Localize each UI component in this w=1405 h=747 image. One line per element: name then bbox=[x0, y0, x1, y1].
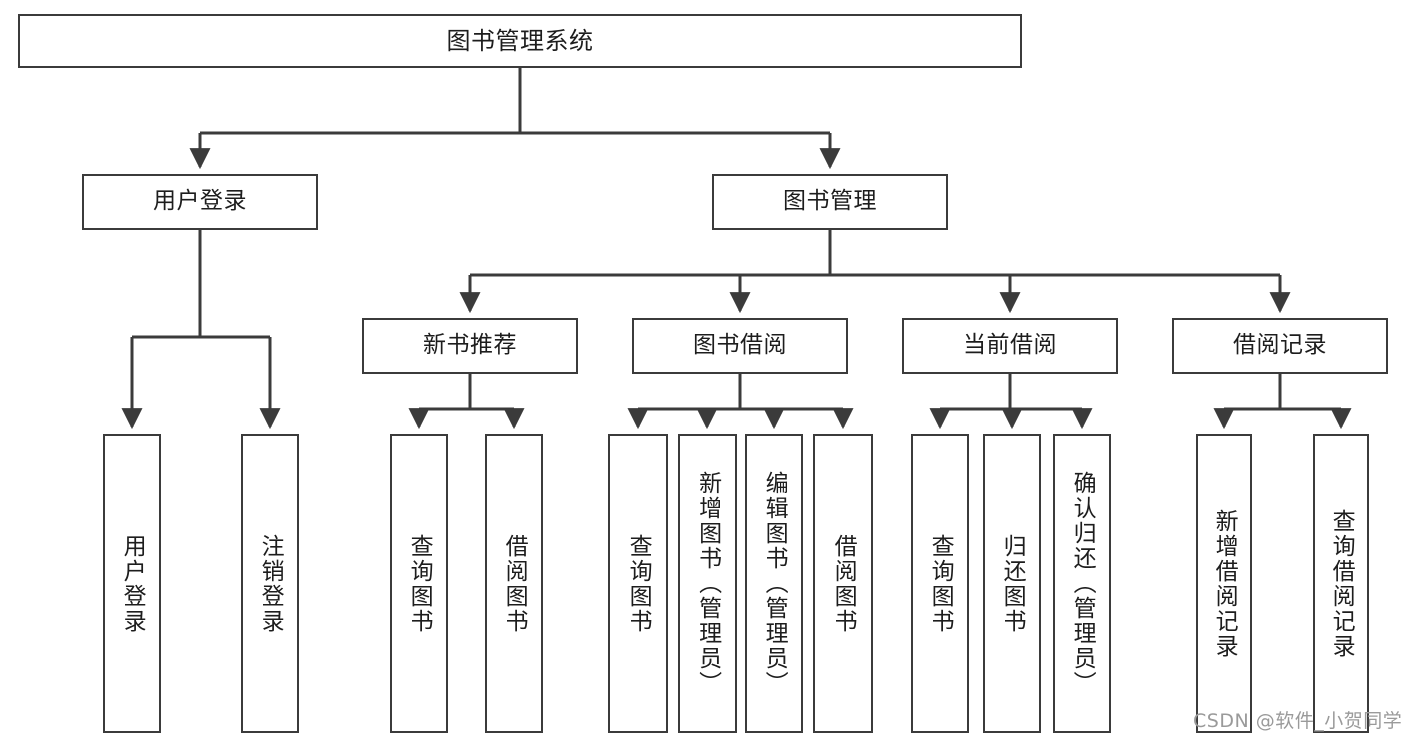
node-book-management-label: 图书管理 bbox=[783, 188, 877, 215]
node-user-login-label: 用户登录 bbox=[153, 188, 247, 215]
node-new-book-recommend[interactable]: 新书推荐 bbox=[362, 318, 578, 374]
leaf-return-book[interactable]: 归还图书 bbox=[983, 434, 1041, 733]
leaf-edit-book-admin-label: 编辑图书（管理员） bbox=[761, 471, 788, 696]
node-book-borrow-label: 图书借阅 bbox=[693, 332, 787, 359]
leaf-add-borrow-record-label: 新增借阅记录 bbox=[1211, 508, 1238, 659]
leaf-query-book-newbook[interactable]: 查询图书 bbox=[390, 434, 448, 733]
leaf-return-book-label: 归还图书 bbox=[999, 533, 1026, 634]
leaf-query-borrow-record-label: 查询借阅记录 bbox=[1328, 508, 1355, 659]
leaf-borrow-book-newbook[interactable]: 借阅图书 bbox=[485, 434, 543, 733]
leaf-confirm-return-admin[interactable]: 确认归还（管理员） bbox=[1053, 434, 1111, 733]
leaf-add-book-admin-label: 新增图书（管理员） bbox=[694, 471, 721, 696]
node-current-borrow-label: 当前借阅 bbox=[963, 332, 1057, 359]
leaf-borrow-book-newbook-label: 借阅图书 bbox=[501, 533, 528, 634]
watermark: CSDN @软件_小贺同学 bbox=[1193, 710, 1403, 732]
leaf-add-book-admin[interactable]: 新增图书（管理员） bbox=[678, 434, 737, 733]
leaf-query-book-newbook-label: 查询图书 bbox=[406, 533, 433, 634]
node-root-label: 图书管理系统 bbox=[446, 26, 594, 55]
leaf-user-login[interactable]: 用户登录 bbox=[103, 434, 161, 733]
leaf-add-borrow-record[interactable]: 新增借阅记录 bbox=[1196, 434, 1252, 733]
leaf-query-borrow-record[interactable]: 查询借阅记录 bbox=[1313, 434, 1369, 733]
node-borrow-record[interactable]: 借阅记录 bbox=[1172, 318, 1388, 374]
node-book-borrow[interactable]: 图书借阅 bbox=[632, 318, 848, 374]
leaf-edit-book-admin[interactable]: 编辑图书（管理员） bbox=[745, 434, 803, 733]
node-book-management[interactable]: 图书管理 bbox=[712, 174, 948, 230]
leaf-query-book-borrow-label: 查询图书 bbox=[625, 533, 652, 634]
leaf-logout[interactable]: 注销登录 bbox=[241, 434, 299, 733]
node-root[interactable]: 图书管理系统 bbox=[18, 14, 1022, 68]
node-user-login[interactable]: 用户登录 bbox=[82, 174, 318, 230]
node-new-book-recommend-label: 新书推荐 bbox=[423, 332, 517, 359]
leaf-query-book-current-label: 查询图书 bbox=[927, 533, 954, 634]
leaf-borrow-book[interactable]: 借阅图书 bbox=[813, 434, 873, 733]
node-current-borrow[interactable]: 当前借阅 bbox=[902, 318, 1118, 374]
leaf-query-book-current[interactable]: 查询图书 bbox=[911, 434, 969, 733]
leaf-confirm-return-admin-label: 确认归还（管理员） bbox=[1069, 471, 1096, 696]
leaf-borrow-book-label: 借阅图书 bbox=[830, 533, 857, 634]
leaf-query-book-borrow[interactable]: 查询图书 bbox=[608, 434, 668, 733]
node-borrow-record-label: 借阅记录 bbox=[1233, 332, 1327, 359]
leaf-logout-label: 注销登录 bbox=[257, 533, 284, 634]
leaf-user-login-label: 用户登录 bbox=[119, 533, 146, 634]
